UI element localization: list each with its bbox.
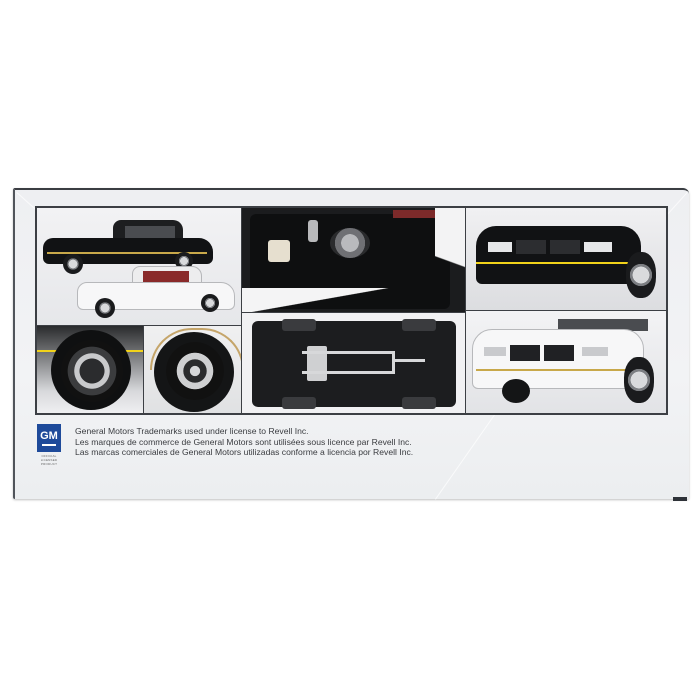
white-front-image: [472, 317, 662, 409]
panel-chassis: [241, 312, 466, 414]
legal-line-es: Las marcas comerciales de General Motors…: [75, 447, 414, 457]
gm-logo-caption: OFFICIAL LICENSED PRODUCT: [40, 454, 58, 466]
white-car-image: [77, 264, 237, 322]
legal-line-fr: Les marques de commerce de General Motor…: [75, 436, 412, 447]
panel-wheel-star: [143, 325, 242, 414]
legal-line-en: General Motors Trademarks used under lic…: [75, 426, 309, 436]
photo-grid: [35, 206, 668, 415]
black-front-image: [476, 212, 661, 304]
star-wheel-image: [166, 342, 224, 400]
panel-cars: [36, 207, 242, 326]
chassis-image: [252, 319, 456, 409]
panel-front-black: [465, 207, 667, 311]
legal-text: General Motors Trademarks used under lic…: [75, 424, 413, 458]
panel-engine: [241, 207, 466, 313]
wire-wheel-image: [61, 340, 123, 402]
black-car-image: [43, 218, 215, 278]
gm-logo-block: GM OFFICIAL LICENSED PRODUCT: [37, 424, 61, 466]
panel-front-white: [465, 310, 667, 414]
license-footer: GM OFFICIAL LICENSED PRODUCT General Mot…: [37, 424, 413, 466]
gm-logo-icon: GM: [37, 424, 61, 452]
panel-wheel-wire: [36, 325, 144, 414]
box-edge-notch: [673, 497, 687, 501]
